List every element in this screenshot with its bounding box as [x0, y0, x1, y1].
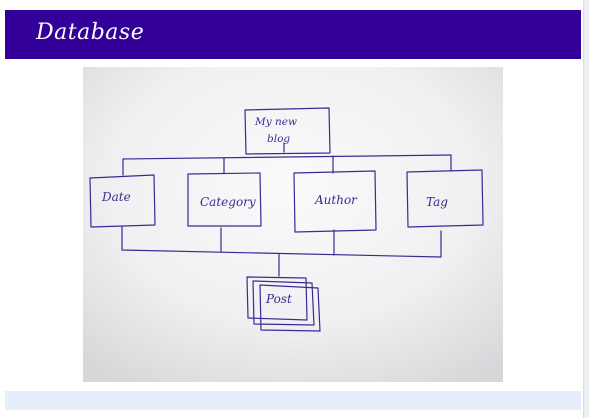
page-title: Database — [36, 20, 145, 45]
my-new-label: My new — [254, 116, 297, 128]
category-label: Category — [200, 195, 256, 209]
tag-label: Tag — [426, 195, 448, 209]
header-bar: Database — [5, 10, 581, 59]
footer-bar — [5, 391, 581, 410]
scrollbar-track[interactable] — [583, 0, 589, 418]
category-box — [187, 172, 262, 227]
category-bus-bottom — [121, 226, 442, 258]
whiteboard-diagram: My new blog Date Category Author Tag Pos… — [83, 67, 503, 382]
post-label: Post — [265, 292, 292, 306]
author-box — [293, 170, 377, 233]
tag-box — [406, 169, 484, 228]
author-label: Author — [314, 193, 358, 207]
blog-label: blog — [267, 133, 290, 145]
category-bus-top — [122, 154, 452, 160]
date-box — [89, 174, 156, 228]
date-label: Date — [101, 190, 131, 204]
whiteboard-photo: My new blog Date Category Author Tag Pos… — [83, 67, 503, 382]
my-new-blog-box — [244, 107, 331, 155]
whiteboard-surface — [83, 67, 503, 382]
post-box-front — [246, 276, 308, 321]
post-box-back-2 — [259, 284, 321, 332]
post-box-back-1 — [252, 280, 315, 326]
